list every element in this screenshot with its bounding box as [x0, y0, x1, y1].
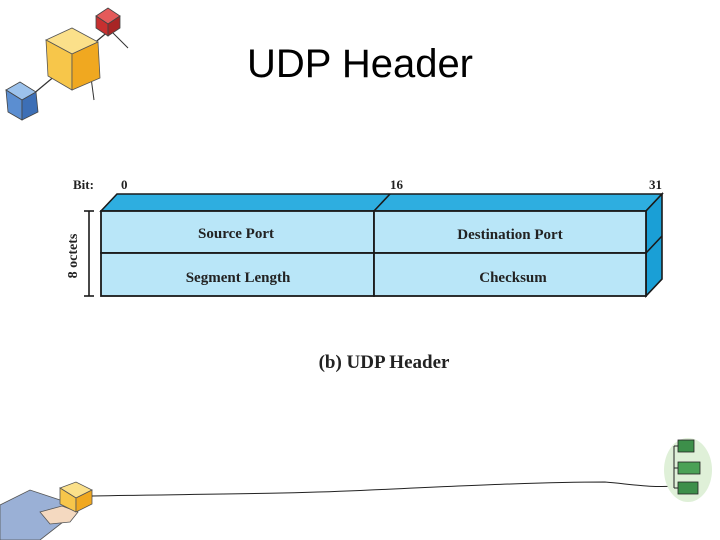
cubes-cluster-icon [5, 7, 129, 121]
bit-marker-0: 0 [121, 177, 128, 192]
field-checksum [373, 252, 647, 297]
bit-prefix-label: Bit: [73, 177, 94, 192]
label-segment-length: Segment Length [186, 270, 291, 286]
bit-marker-31: 31 [649, 177, 662, 192]
diagram-caption: (b) UDP Header [319, 352, 450, 373]
label-destination-port: Destination Port [457, 227, 562, 243]
connector-line [91, 481, 677, 497]
bit-marker-16: 16 [390, 177, 404, 192]
slide-title: UDP Header [246, 42, 474, 86]
octets-label: 8 octets [66, 233, 81, 278]
label-source-port: Source Port [198, 226, 274, 242]
octets-bracket [84, 210, 94, 297]
label-checksum: Checksum [479, 270, 547, 286]
udp-header-diagram: Bit: 0 16 31 Source Port Destination Por… [66, 177, 664, 373]
stacked-boxes-icon [664, 438, 712, 502]
hand-holding-cube-icon [0, 481, 93, 540]
field-destination-port [373, 210, 647, 254]
